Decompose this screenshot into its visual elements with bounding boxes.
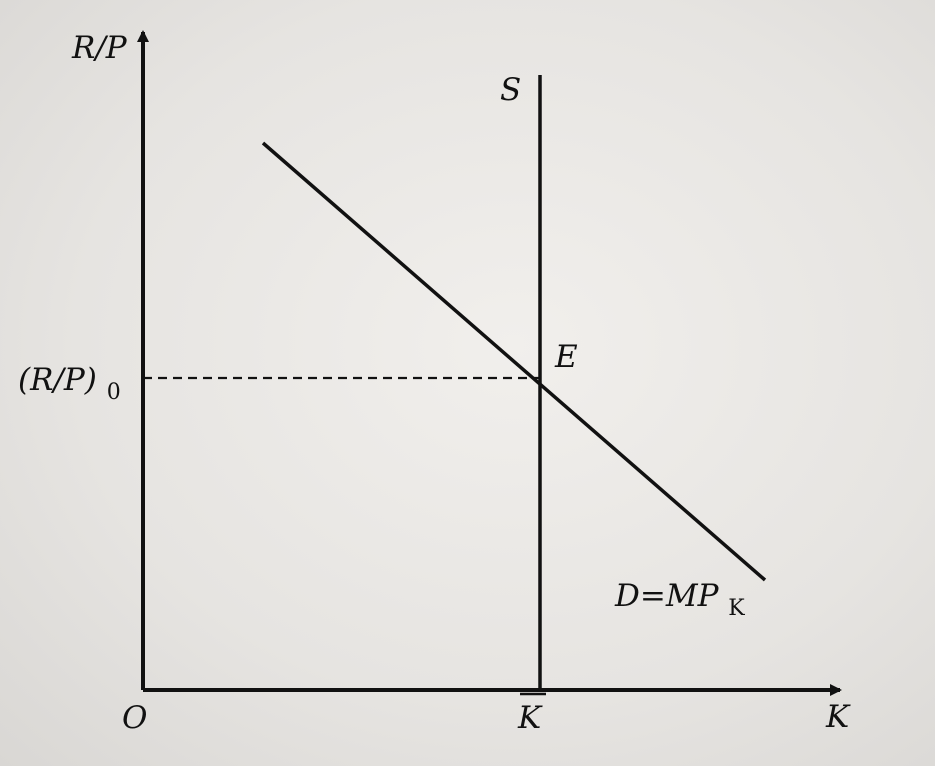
equilibrium-price-label-main: (R/P) [18,362,97,398]
supply-label: S [500,72,521,108]
origin-label: O [122,700,147,736]
x-axis-label: K [825,699,851,735]
demand-label: D=MP K [614,578,745,621]
y-axis-label: R/P [71,30,128,66]
demand-label-main: D=MP [614,578,720,614]
demand-label-subscript: K [728,596,745,621]
k-bar-label: K [517,700,543,736]
equilibrium-price-label-subscript: 0 [107,380,121,405]
equilibrium-point-label: E [554,339,578,375]
equilibrium-price-label: (R/P) 0 [18,362,121,405]
demand-curve [261,141,767,582]
